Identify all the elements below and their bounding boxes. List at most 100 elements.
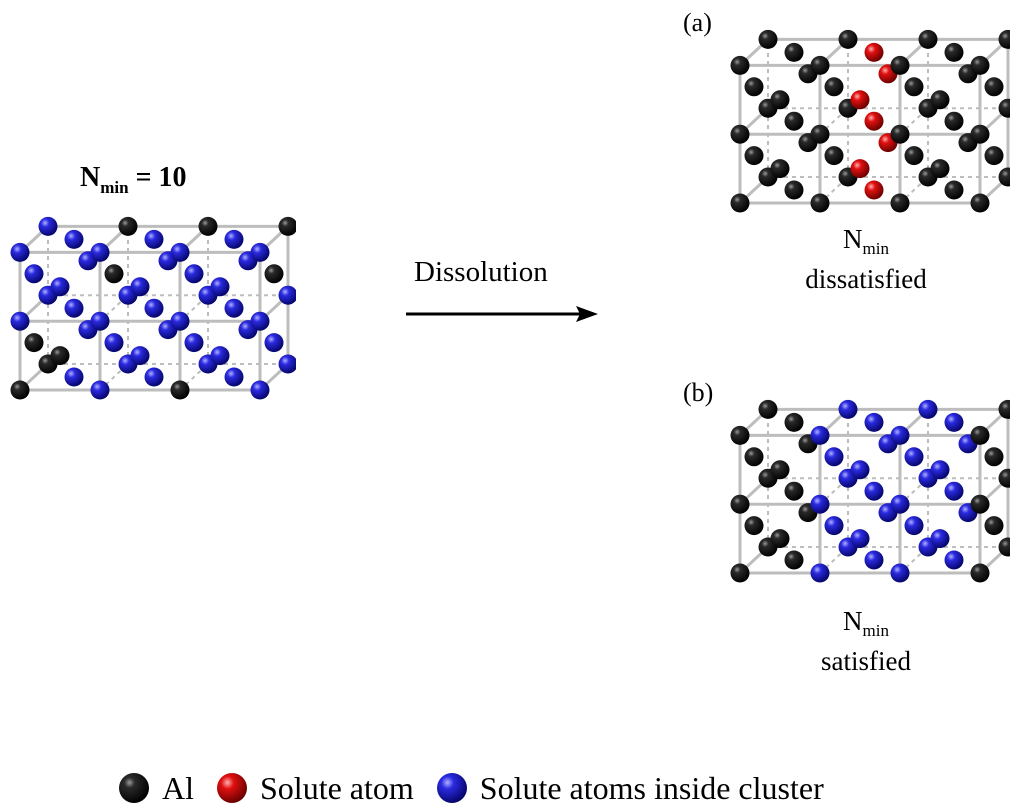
hidden-edge [99, 363, 129, 391]
al-atom [730, 193, 750, 213]
al-atom [944, 111, 964, 131]
al-atom [838, 29, 858, 49]
al-atom [970, 425, 990, 445]
panel-b-caption-line2: satisfied [821, 646, 911, 676]
al-atom [784, 42, 804, 62]
panel-b-label: (b) [683, 378, 714, 407]
hidden-edge [179, 294, 209, 322]
red-sphere-icon [217, 773, 247, 803]
al-atom [970, 55, 990, 75]
al-atom [984, 516, 1004, 536]
panel-a-label: (a) [683, 8, 712, 37]
al-atom [984, 146, 1004, 166]
hidden-edge [899, 546, 929, 574]
al-atom [10, 380, 30, 400]
cluster-solute-atom [890, 425, 910, 445]
al-atom [744, 447, 764, 467]
cluster-solute-atom [64, 229, 84, 249]
cluster-solute-atom [864, 412, 884, 432]
al-atom [904, 146, 924, 166]
al-atom [970, 193, 990, 213]
panel-a-caption-main: N [843, 224, 863, 254]
nmin-title-sub: min [100, 178, 129, 197]
al-atom [998, 399, 1010, 419]
al-atom [50, 346, 70, 366]
al-atom [758, 29, 778, 49]
cluster-solute-atom [824, 447, 844, 467]
cluster-solute-atom [850, 460, 870, 480]
al-atom [890, 193, 910, 213]
al-atom [810, 55, 830, 75]
cluster-solute-atom [184, 264, 204, 284]
hidden-edge [819, 107, 849, 135]
cluster-solute-atom [10, 242, 30, 262]
cluster-solute-atom [264, 333, 284, 353]
panel-a-lattice [726, 10, 1010, 216]
panel-b-caption-main: N [843, 606, 863, 636]
cluster-solute-atom [250, 242, 270, 262]
al-atom [770, 529, 790, 549]
panel-a-caption-sub: min [862, 239, 889, 258]
al-atom [730, 494, 750, 514]
nmin-title: Nmin = 10 [80, 162, 187, 198]
cluster-solute-atom [184, 333, 204, 353]
cluster-solute-atom [864, 481, 884, 501]
panel-b-caption-line1: Nmin [756, 606, 976, 646]
al-atom [278, 216, 296, 236]
nmin-title-main: N [80, 162, 101, 193]
hidden-edge [899, 107, 929, 135]
al-atom [744, 146, 764, 166]
legend: Al Solute atom Solute atoms inside clust… [118, 770, 846, 806]
al-atom [890, 55, 910, 75]
al-atom [784, 481, 804, 501]
al-atom [810, 193, 830, 213]
cluster-solute-atom [930, 529, 950, 549]
lattice-frame [738, 407, 1010, 575]
hidden-edge [819, 176, 849, 204]
hidden-edge [179, 363, 209, 391]
hidden-edge [99, 294, 129, 322]
al-atom [810, 124, 830, 144]
al-atom [984, 77, 1004, 97]
al-atom [730, 425, 750, 445]
legend-item-solute: Solute atom [216, 770, 414, 806]
panel-b-lattice [726, 380, 1010, 586]
al-atom [998, 98, 1010, 118]
al-atom [24, 333, 44, 353]
cluster-solute-atom [90, 380, 110, 400]
al-atom [770, 159, 790, 179]
cluster-solute-atom [890, 563, 910, 583]
cluster-solute-atom [170, 242, 190, 262]
al-atom [118, 216, 138, 236]
al-atom [998, 167, 1010, 187]
al-atom [770, 460, 790, 480]
al-atom [730, 55, 750, 75]
cluster-solute-atom [38, 216, 58, 236]
solute-atom [864, 111, 884, 131]
cluster-solute-atom [64, 367, 84, 387]
cluster-solute-atom [278, 354, 296, 374]
al-atom [170, 380, 190, 400]
al-atom [744, 77, 764, 97]
solute-atom [850, 159, 870, 179]
cluster-solute-atom [50, 277, 70, 297]
legend-item-cluster: Solute atoms inside cluster [436, 770, 824, 806]
cluster-solute-atom [224, 298, 244, 318]
black-sphere-icon [119, 773, 149, 803]
al-atom [970, 124, 990, 144]
al-atom [984, 447, 1004, 467]
cluster-solute-atom [144, 298, 164, 318]
cluster-solute-atom [944, 412, 964, 432]
al-atom [970, 494, 990, 514]
panel-b-caption-sub: min [862, 621, 889, 640]
al-atom [930, 159, 950, 179]
blue-sphere-icon [436, 773, 467, 803]
cluster-solute-atom [144, 229, 164, 249]
al-atom [944, 180, 964, 200]
cluster-solute-atom [838, 399, 858, 419]
atoms [730, 399, 1010, 583]
hidden-edge [819, 477, 849, 505]
cluster-solute-atom [64, 298, 84, 318]
al-atom [890, 124, 910, 144]
al-atom [824, 77, 844, 97]
